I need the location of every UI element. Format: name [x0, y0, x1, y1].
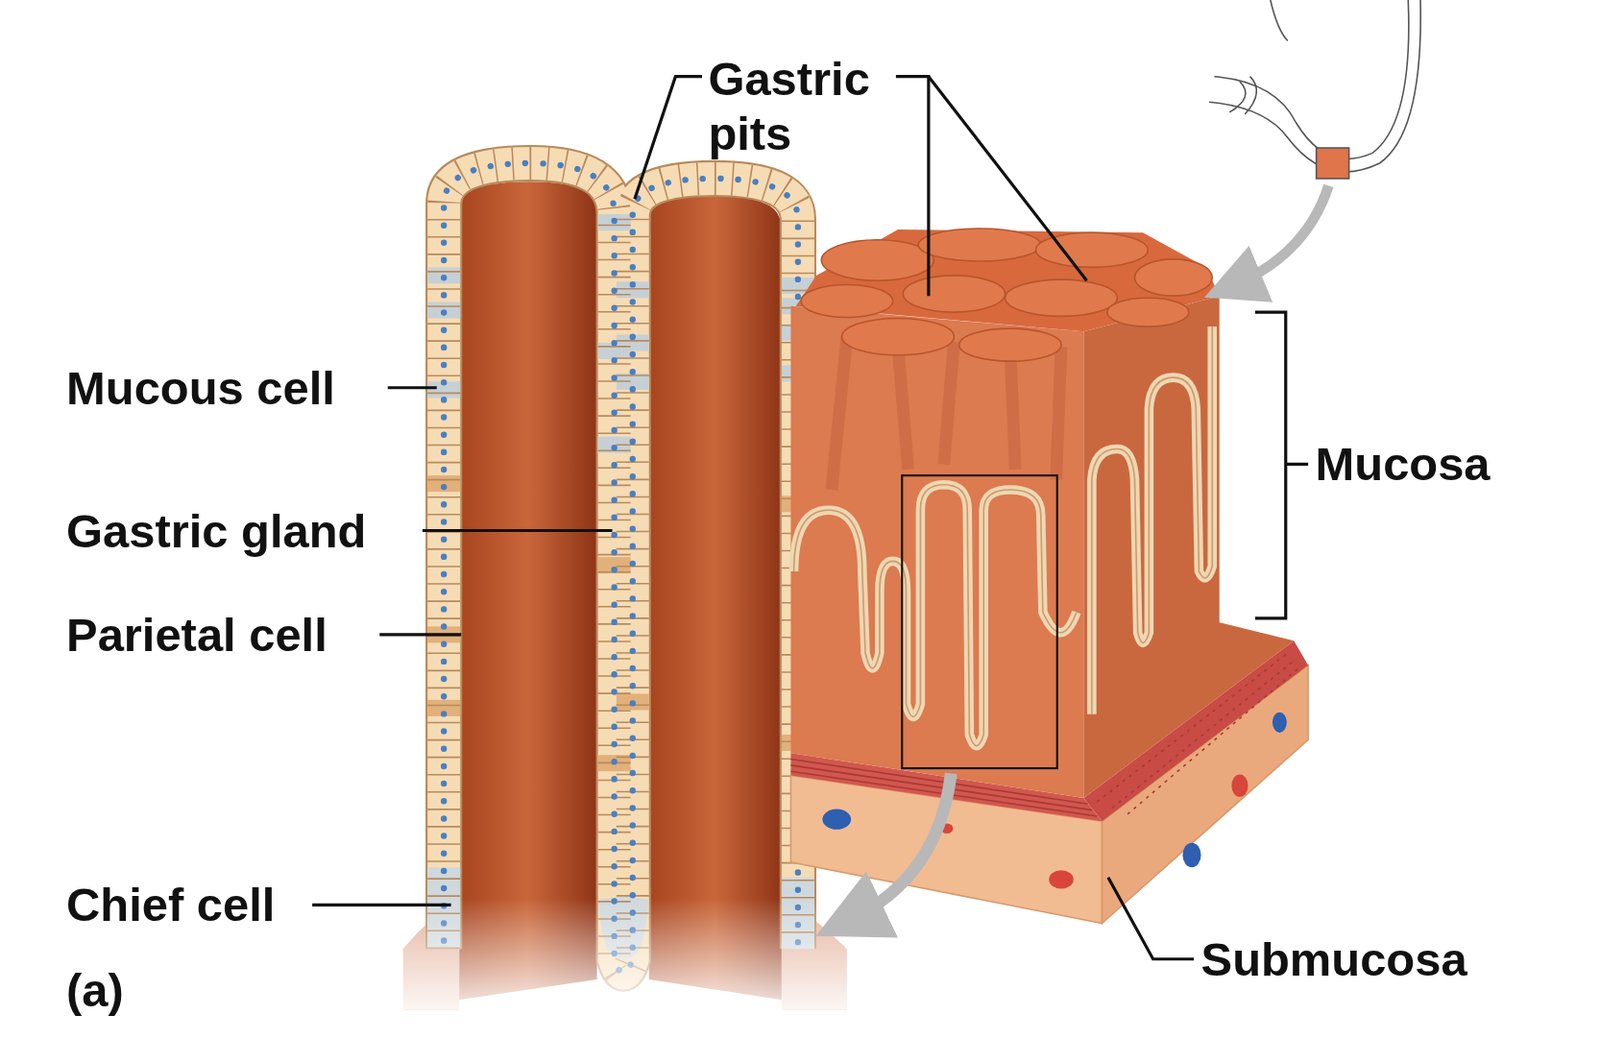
zoom-arrow [1233, 185, 1330, 286]
mucosa-side [1083, 295, 1294, 799]
surface-folds [800, 228, 1213, 362]
leader-lines [312, 76, 1309, 960]
zoom-box [901, 475, 1058, 769]
leader-line [312, 903, 452, 907]
surface-fold [1005, 279, 1118, 316]
surface-fold [1135, 259, 1213, 296]
panel-letter: (a) [66, 962, 190, 1018]
leader-line [634, 76, 703, 200]
cell-label: Chief cell [66, 877, 332, 933]
surface-fold [800, 284, 894, 317]
stomach-wall [1209, 0, 1421, 172]
structure-label: Gastric gland [66, 503, 435, 558]
epithelium [443, 163, 799, 974]
cell-label: Parietal cell [66, 606, 393, 662]
epithelium-outline [443, 163, 799, 974]
mucosa-bracket [1255, 312, 1309, 619]
leader-line [379, 632, 461, 636]
structure-label: Gastric pits [707, 50, 933, 162]
leader-line [387, 386, 437, 389]
gland-outline [794, 484, 1077, 747]
gland-borders [794, 326, 1213, 747]
lamina-propria [459, 181, 597, 1000]
zoom-arrow [848, 773, 951, 921]
leader-line [422, 529, 613, 533]
surface-fold [1107, 297, 1189, 327]
stomach-wall [1229, 76, 1257, 115]
surface-fold [821, 240, 934, 282]
blood-vessel [1048, 870, 1074, 889]
cell-boundaries [443, 163, 799, 974]
section-marker [1316, 147, 1350, 179]
gastric-glands-section [794, 326, 1213, 747]
lamina-propria [649, 195, 782, 1000]
blood-vessel [1231, 774, 1248, 797]
layer-label: Mucosa [1315, 436, 1561, 492]
stomach-wall [1270, 0, 1288, 42]
fade-out [397, 897, 852, 1011]
leader-line [896, 76, 929, 296]
mucous-cells [427, 214, 815, 454]
surface-fold [959, 328, 1062, 362]
mucosa-front [790, 306, 1084, 799]
stomach-outline [1209, 0, 1421, 172]
gland-border [794, 484, 1077, 747]
blood-vessel [1272, 712, 1287, 733]
blood-vessel [822, 809, 851, 830]
stomach-wall [1213, 0, 1408, 159]
cell-nuclei [443, 163, 799, 974]
layer-label: Submucosa [1201, 931, 1549, 987]
leader-line [1108, 877, 1194, 960]
surface-fold [918, 228, 1042, 262]
leader-line [928, 76, 1088, 282]
blood-vessel [1182, 843, 1201, 869]
surface-fold [902, 275, 1005, 313]
surface-fold [842, 318, 955, 356]
cell-label: Mucous cell [66, 360, 393, 415]
gland-border [1091, 326, 1213, 715]
gland-outline [1091, 326, 1213, 715]
